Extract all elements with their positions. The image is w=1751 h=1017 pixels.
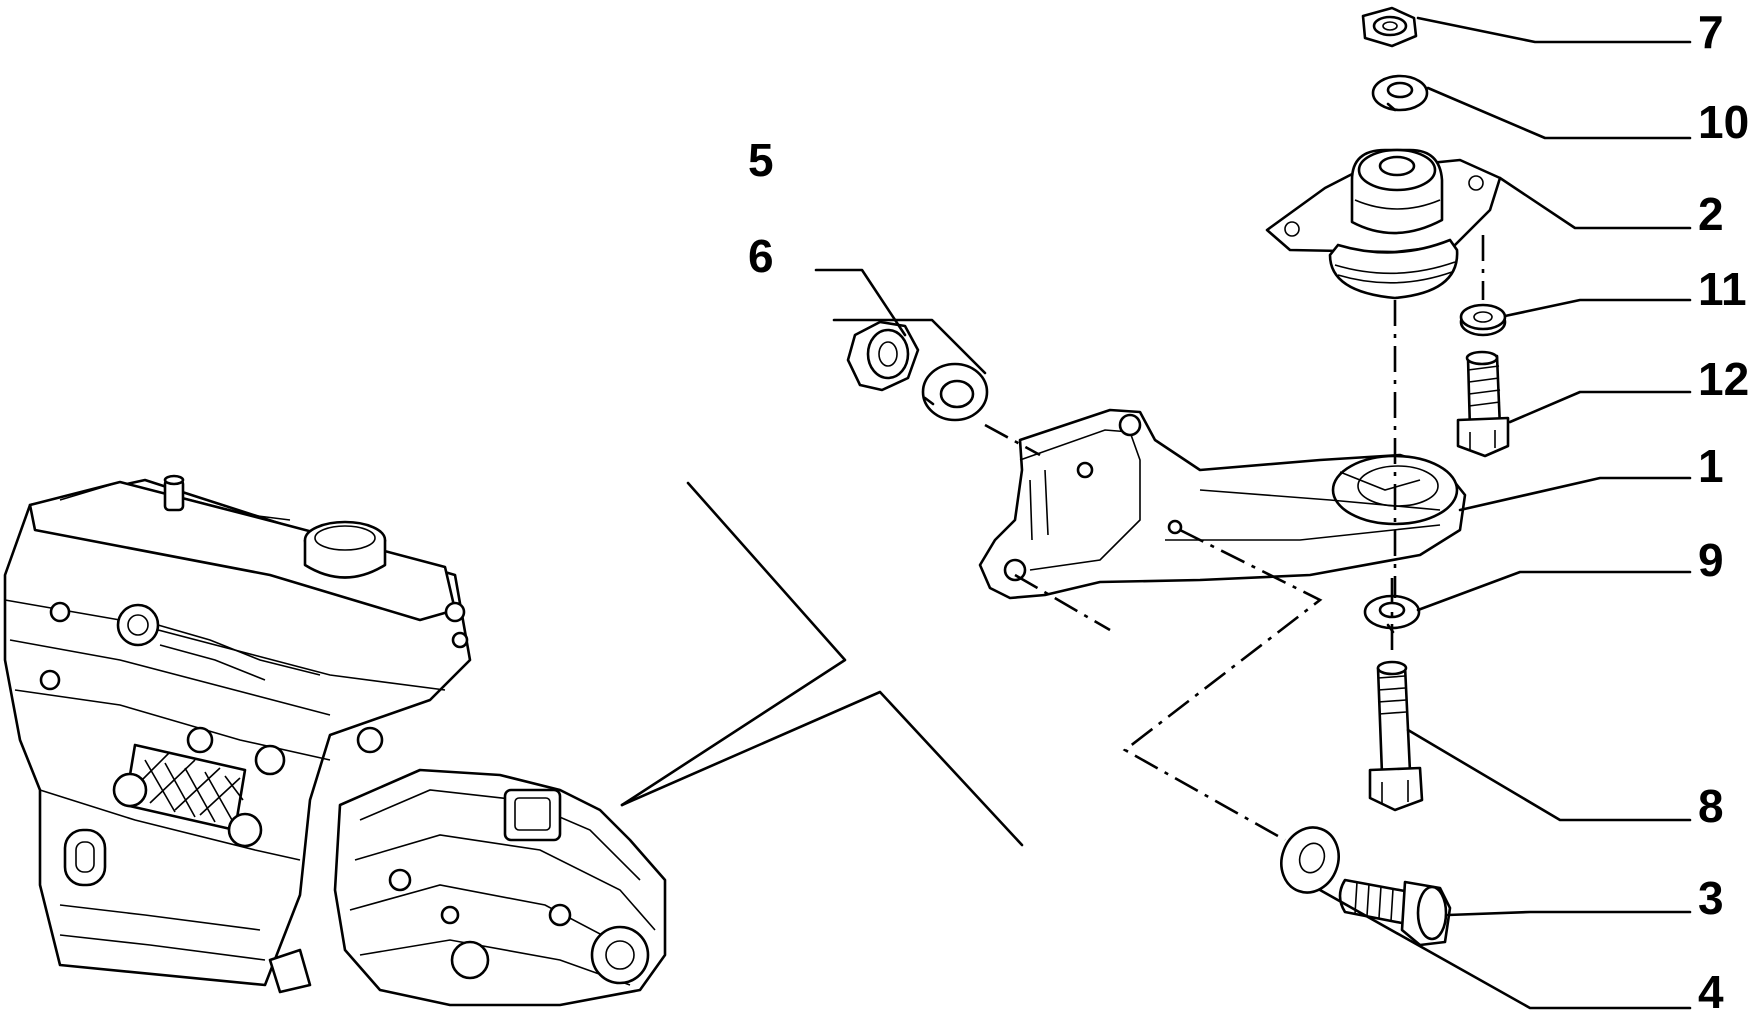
centerlines: [984, 235, 1485, 842]
callout-10: 10: [1698, 96, 1749, 148]
callout-4: 4: [1698, 966, 1724, 1017]
part-8-long-bolt: [1368, 660, 1424, 812]
part-12-bolt: [1456, 350, 1510, 458]
leader-lines: [814, 16, 1692, 1010]
part-1-bracket: [978, 408, 1467, 600]
callout-1: 1: [1698, 440, 1724, 492]
callout-numbers: 7 10 2 11 12 1 9 8 3 4 5 6: [748, 6, 1749, 1017]
callout-5: 5: [748, 134, 774, 186]
part-11-washer: [1459, 303, 1507, 337]
callout-7: 7: [1698, 6, 1724, 58]
callout-8: 8: [1698, 780, 1724, 832]
callout-9: 9: [1698, 534, 1724, 586]
callout-3: 3: [1698, 872, 1724, 924]
part-2-engine-mount: [1265, 148, 1502, 300]
detail-pointer-lines: [620, 481, 1024, 847]
engine-gearbox-assembly: [3, 474, 667, 1007]
callout-12: 12: [1698, 353, 1749, 405]
part-10-lock-washer: [1371, 74, 1429, 112]
callout-6: 6: [748, 230, 774, 282]
part-3-bolt: [1338, 878, 1452, 947]
part-6-nut: [846, 320, 920, 392]
part-5-lock-washer: [921, 362, 989, 422]
part-4-flat-washer: [1280, 826, 1340, 894]
callout-2: 2: [1698, 188, 1724, 240]
part-7-nut: [1361, 6, 1418, 48]
callout-11: 11: [1698, 263, 1747, 315]
